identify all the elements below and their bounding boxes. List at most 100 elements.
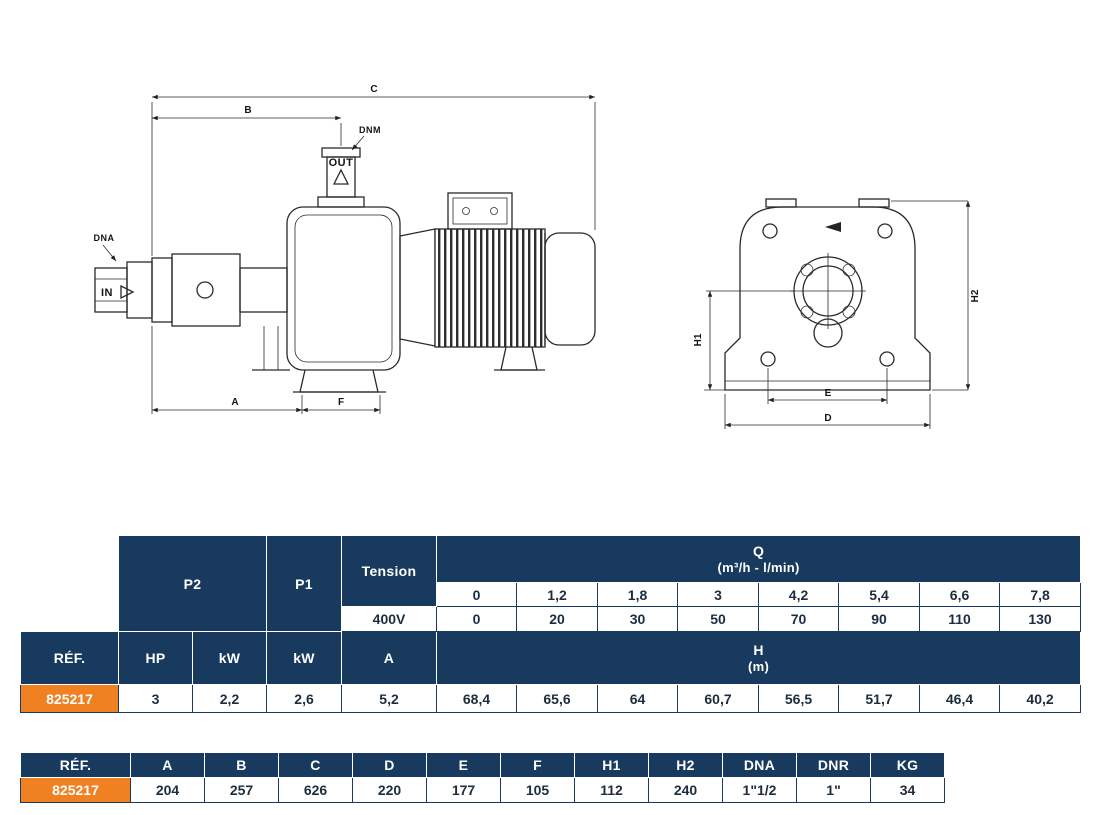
dims-header-cell: B [204,752,279,778]
hp-value: 3 [118,684,193,713]
dimensions-header-row: RÉF. A B C D E F H1 H2 DNA DNR KG [20,752,945,778]
front-view-dimension-lines [704,200,971,429]
dimensions-data-row: 825217 204 257 626 220 177 105 112 240 1… [20,777,945,803]
dim-label-h2: H2 [970,289,981,302]
dims-value-cell: 177 [426,777,501,803]
dims-value-cell: 257 [204,777,279,803]
dims-header-cell: D [352,752,427,778]
h-value-cell: 51,7 [838,684,921,713]
h-value-cell: 40,2 [999,684,1082,713]
dim-label-h1: H1 [693,333,704,346]
h-value-cell: 60,7 [677,684,760,713]
tension-header: Tension [341,535,438,607]
kw-p1-header: kW [266,631,343,685]
q-header: Q (m³/h - l/min) [436,535,1082,583]
p1-header: P1 [266,535,343,632]
port-label-out: OUT [329,157,354,169]
flow-value-cell: 20 [516,606,599,632]
dims-header-cell: C [278,752,353,778]
dimensions-table: RÉF. A B C D E F H1 H2 DNA DNR KG 825217… [20,752,945,803]
q-value-cell: 4,2 [758,582,840,607]
flow-value-cell: 70 [758,606,840,632]
dims-ref-value: 825217 [20,777,131,803]
dims-value-cell: 105 [500,777,575,803]
q-value-cell: 7,8 [999,582,1082,607]
h-value-cell: 56,5 [758,684,840,713]
h-value-cell: 68,4 [436,684,518,713]
dim-label-f: F [338,397,344,408]
amp-value: 5,2 [341,684,438,713]
flow-value-cell: 50 [677,606,760,632]
dim-label-c: C [370,84,377,95]
h-value-cell: 46,4 [919,684,1001,713]
h-value-cell: 64 [597,684,679,713]
dim-label-dna: DNA [94,233,115,243]
dims-header-cell: F [500,752,575,778]
h-header: H (m) [436,631,1082,685]
q-subtitle: (m³/h - l/min) [717,560,800,575]
ref-header: RÉF. [20,631,119,685]
rotation-arrow-icon [825,222,841,232]
outlet-flange [321,147,361,158]
dim-label-e: E [825,388,832,399]
hp-header: HP [118,631,193,685]
dims-header-cell: H1 [574,752,649,778]
dim-label-dnm: DNM [359,125,381,135]
dims-header-cell: A [130,752,205,778]
dims-value-cell: 626 [278,777,353,803]
front-view-shapes [724,198,931,391]
dims-header-cell: KG [870,752,945,778]
dims-header-cell: DNA [722,752,797,778]
pump-side-view: C B DNM DNA OUT IN A F [94,84,596,414]
flow-value-cell: 90 [838,606,921,632]
dims-header-cell: RÉF. [20,752,131,778]
flow-value-cell: 0 [436,606,518,632]
ref-value: 825217 [20,684,119,713]
dims-header-cell: DNR [796,752,871,778]
out-flow-arrow-icon [332,168,350,185]
dims-header-cell: E [426,752,501,778]
dims-value-cell: 34 [870,777,945,803]
dims-value-cell: 1"1/2 [722,777,797,803]
motor-fins [434,228,546,348]
h-value-cell: 65,6 [516,684,599,713]
dims-value-cell: 1" [796,777,871,803]
dim-label-b: B [244,105,251,116]
flow-value-cell: 130 [999,606,1082,632]
dim-label-a: A [231,397,238,408]
pump-front-view: H1 H2 E D [693,198,981,429]
pump-technical-drawing: C B DNM DNA OUT IN A F [94,84,981,429]
dims-header-cell: H2 [648,752,723,778]
blank-corner-cell [21,536,119,632]
in-flow-arrow-icon [120,284,135,300]
voltage-cell: 400V [341,606,438,632]
flow-value-cell: 110 [919,606,1001,632]
dims-value-cell: 240 [648,777,723,803]
dims-value-cell: 112 [574,777,649,803]
q-value-cell: 0 [436,582,518,607]
h-subtitle: (m) [747,659,770,674]
motor-end-cap [544,232,596,346]
terminal-box [447,192,513,230]
q-value-cell: 3 [677,582,760,607]
performance-table: P2 P1 Tension Q (m³/h - l/min) 0 1,2 1,8… [20,535,1082,713]
q-value-cell: 1,2 [516,582,599,607]
q-value-cell: 1,8 [597,582,679,607]
kw-p2-header: kW [191,631,268,685]
q-value-cell: 6,6 [919,582,1001,607]
q-title: Q [752,543,765,559]
flow-value-cell: 30 [597,606,679,632]
kw-p2-value: 2,2 [191,684,268,713]
p2-header: P2 [117,535,268,632]
dim-label-d: D [824,413,831,424]
port-label-in: IN [101,287,113,299]
pump-casing [286,206,401,371]
h-title: H [753,642,764,658]
kw-p1-value: 2,6 [266,684,343,713]
dims-value-cell: 204 [130,777,205,803]
dims-value-cell: 220 [352,777,427,803]
amp-header: A [341,631,438,685]
side-view-dimension-lines [102,94,596,414]
side-view-shapes [94,147,596,393]
